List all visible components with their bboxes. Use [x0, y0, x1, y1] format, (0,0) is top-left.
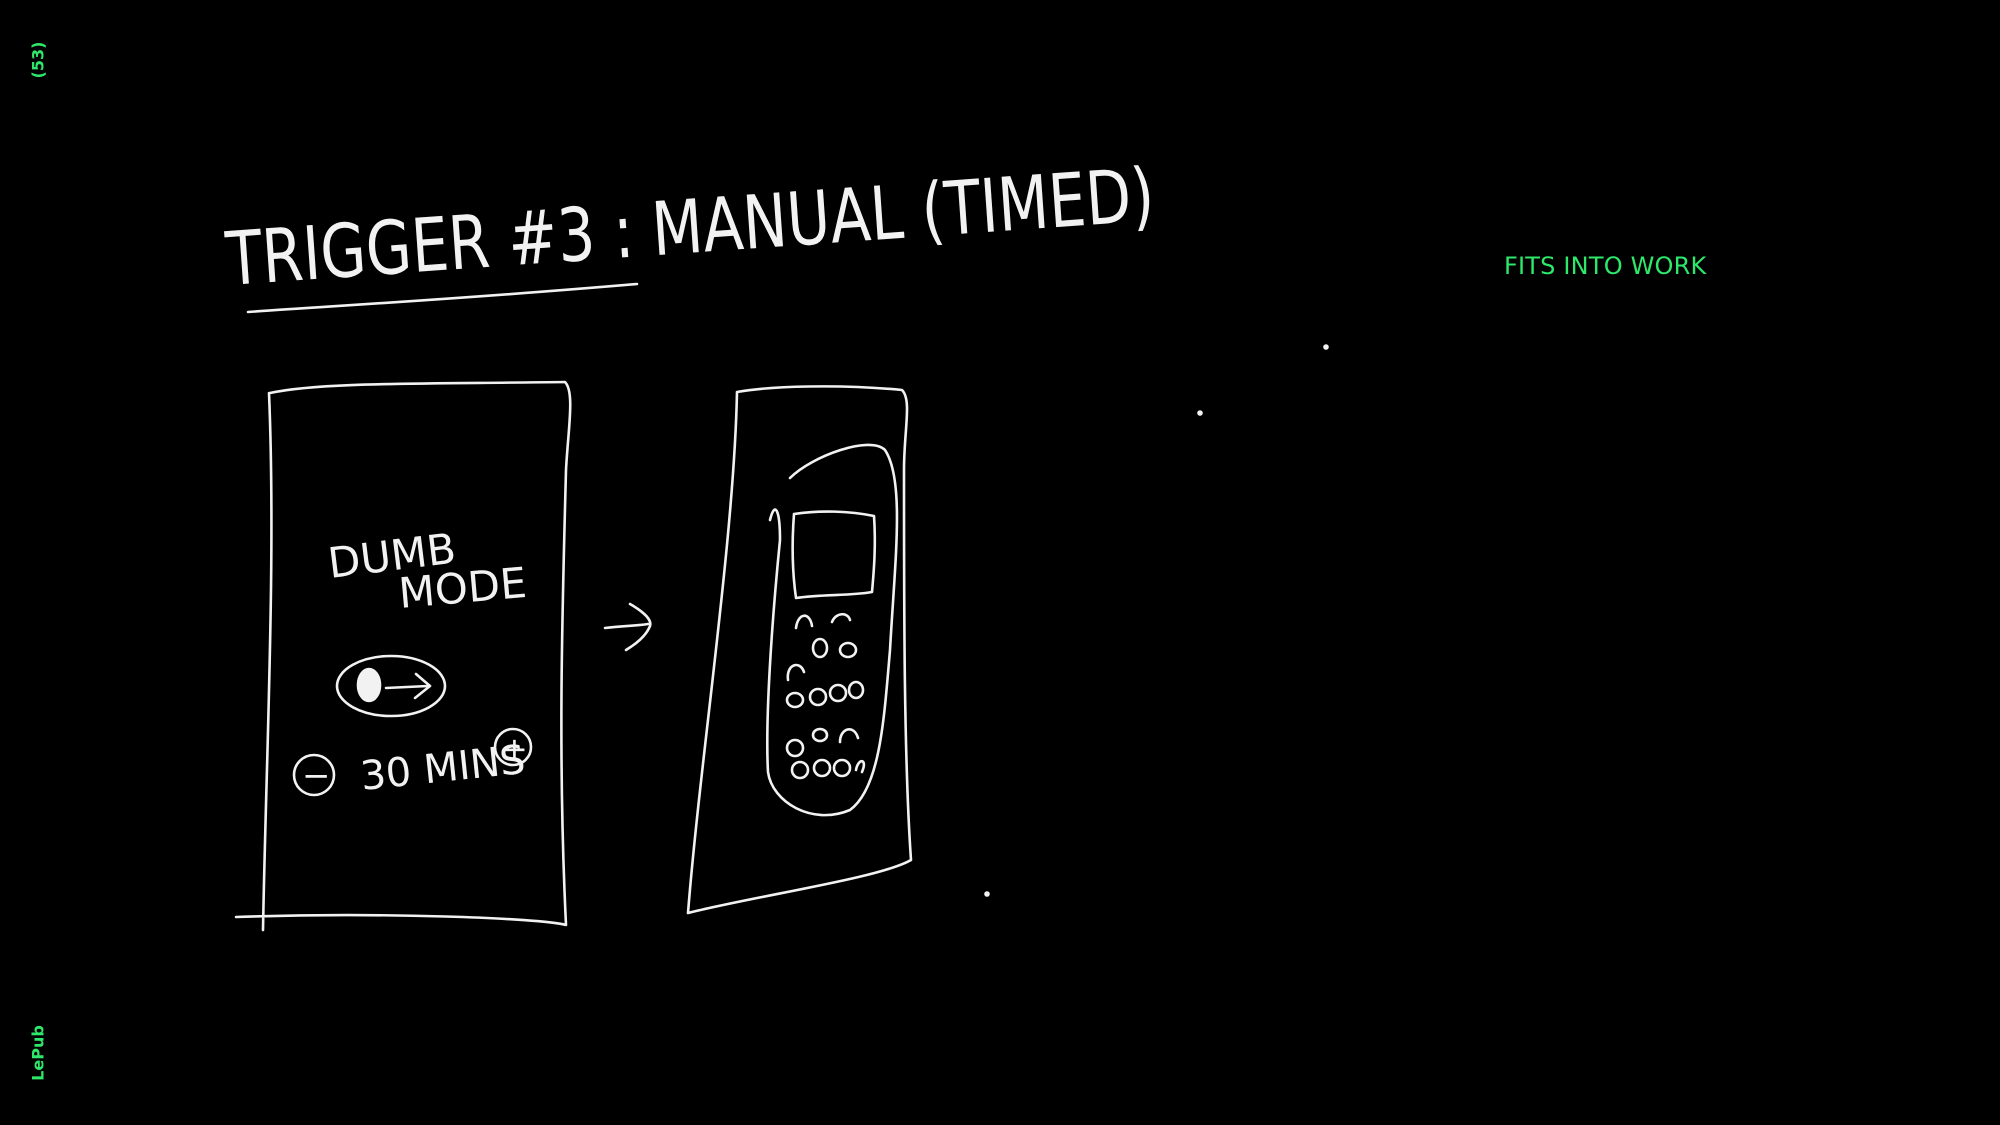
- title-underline: [246, 282, 639, 314]
- stray-dot: [1323, 344, 1329, 350]
- dumb-phone-body: [766, 443, 899, 817]
- toggle-knob: [356, 667, 382, 703]
- transition-arrow-icon: [603, 602, 652, 652]
- sketch-title: TRIGGER #3 : MANUAL (TIMED): [222, 152, 1157, 303]
- smartphone-outline: [234, 380, 572, 932]
- dumb-phone-frame: [686, 385, 913, 915]
- toggle-arrow-icon: [384, 672, 432, 700]
- stray-dot: [984, 891, 990, 897]
- screen-text-mode: MODE: [397, 558, 529, 618]
- tagline: FITS INTO WORK: [1504, 252, 1707, 280]
- dumb-phone-keypad: [785, 612, 866, 780]
- stray-dot: [1197, 410, 1203, 416]
- dumb-phone-screen: [791, 510, 877, 600]
- minus-symbol: −: [302, 756, 331, 796]
- toggle-switch: [335, 654, 447, 718]
- minus-icon: [292, 753, 336, 797]
- plus-symbol: +: [501, 730, 528, 768]
- plus-icon: [493, 727, 533, 767]
